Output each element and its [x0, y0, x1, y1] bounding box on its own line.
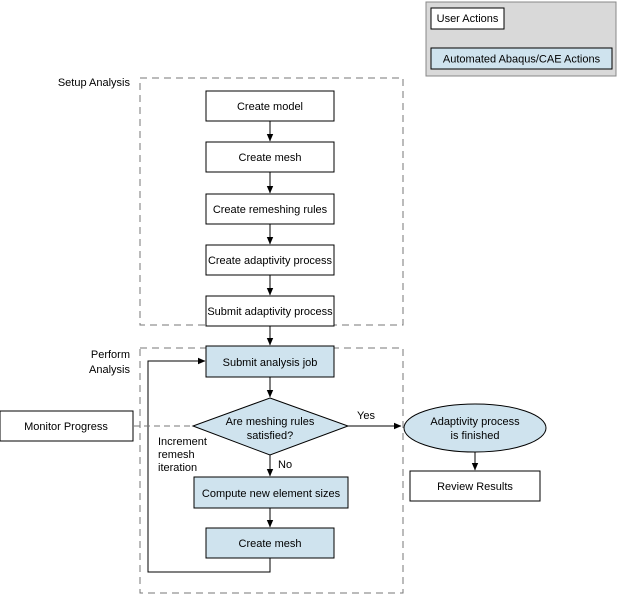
legend-user-actions-label: User Actions: [437, 13, 499, 25]
legend-automated-actions-swatch: [430, 47, 613, 70]
perform-analysis-label-line1: Perform: [91, 349, 130, 361]
create-adaptivity-process-box: [205, 244, 335, 276]
meshing-rules-decision: [191, 397, 350, 456]
legend-user-actions-swatch: [430, 7, 505, 30]
increment-label-line1: Increment: [158, 436, 207, 448]
increment-label-line3: iteration: [158, 462, 197, 474]
legend: User Actions Automated Abaqus/CAE Action…: [425, 1, 617, 77]
legend-automated-actions-label: Automated Abaqus/CAE Actions: [443, 54, 601, 66]
compute-new-element-sizes-box: [193, 476, 349, 509]
finished-label-line2: is finished: [451, 430, 500, 442]
create-mesh-loop-box: [205, 527, 335, 559]
no-label: No: [278, 459, 292, 471]
adaptivity-finished-ellipse: [403, 403, 547, 453]
compute-new-element-sizes-label: Compute new element sizes: [202, 488, 341, 500]
create-remeshing-rules-box: [205, 193, 335, 225]
create-adaptivity-process-label: Create adaptivity process: [208, 255, 333, 267]
create-mesh-label: Create mesh: [239, 152, 302, 164]
submit-adaptivity-process-box: [205, 295, 335, 327]
monitor-progress-label: Monitor Progress: [24, 421, 108, 433]
create-mesh-box: [205, 141, 335, 173]
submit-analysis-job-box: [205, 345, 335, 378]
setup-analysis-label: Setup Analysis: [58, 77, 131, 89]
review-results-box: [409, 470, 541, 502]
monitor-progress-box: [0, 410, 134, 442]
review-results-label: Review Results: [437, 481, 513, 493]
submit-adaptivity-process-label: Submit adaptivity process: [207, 306, 333, 318]
perform-analysis-region: [139, 347, 404, 594]
loop-back-line: [147, 357, 271, 573]
decision-label-line2: satisfied?: [247, 430, 293, 442]
finished-label-line1: Adaptivity process: [430, 416, 520, 428]
yes-label: Yes: [357, 410, 375, 422]
create-model-box: [205, 90, 335, 122]
submit-analysis-job-label: Submit analysis job: [223, 357, 318, 369]
create-model-label: Create model: [237, 101, 303, 113]
perform-analysis-label-line2: Analysis: [89, 364, 130, 376]
decision-label-line1: Are meshing rules: [226, 416, 315, 428]
connectors: [134, 120, 479, 573]
create-remeshing-rules-label: Create remeshing rules: [213, 204, 328, 216]
create-mesh-loop-label: Create mesh: [239, 538, 302, 550]
increment-label-line2: remesh: [158, 449, 195, 461]
